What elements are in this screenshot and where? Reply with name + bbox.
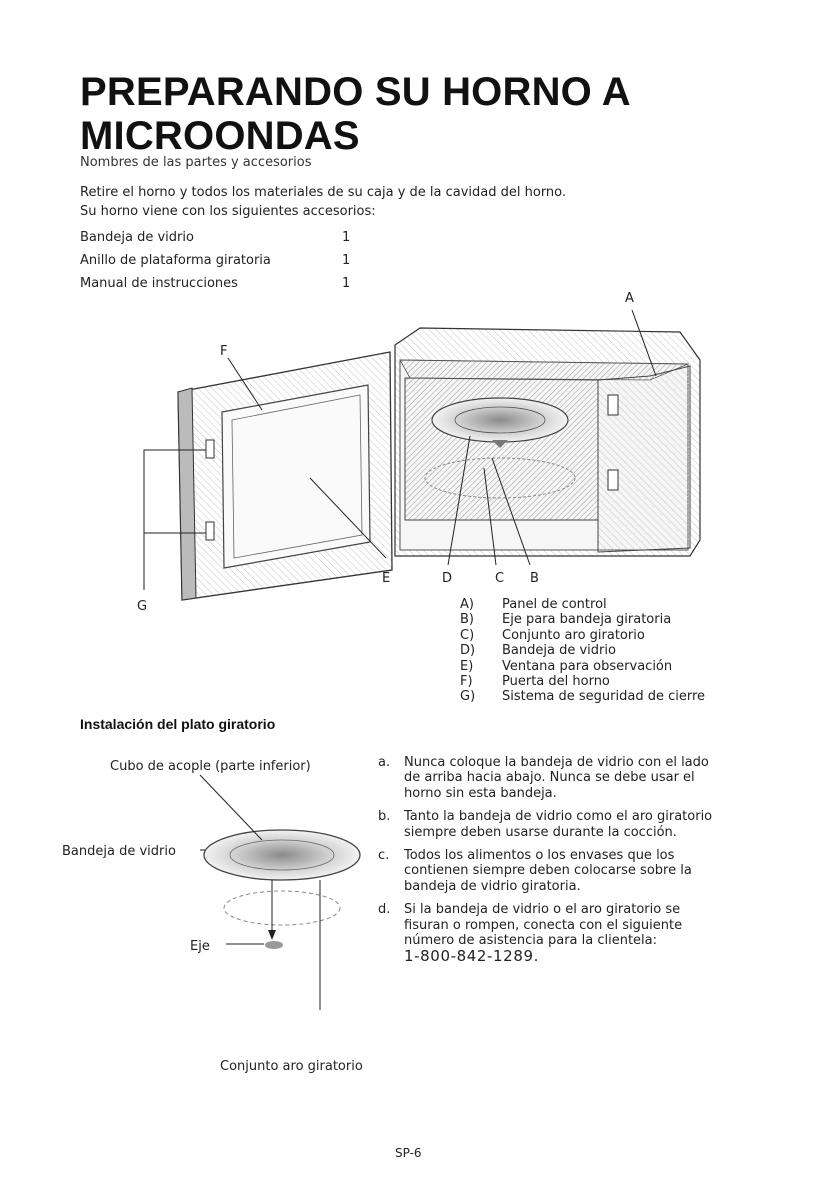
- page-title-line-1: PREPARANDO SU HORNO A: [80, 70, 631, 114]
- legend-text: Conjunto aro giratorio: [502, 627, 645, 643]
- instruction-line: Todos los alimentos o los envases que lo…: [404, 848, 675, 864]
- accessory-row: Anillo de plataforma giratoria 1: [80, 249, 350, 272]
- accessory-row: Manual de instrucciones 1: [80, 272, 350, 295]
- instruction-line: siempre deben usarse durante la cocción.: [404, 824, 677, 840]
- accessory-name: Bandeja de vidrio: [80, 230, 194, 245]
- legend-key: D): [460, 643, 476, 659]
- instruction-letter: c.: [378, 848, 390, 864]
- accessory-row: Bandeja de vidrio 1: [80, 226, 350, 249]
- instruction-item: a. Nunca coloque la bandeja de vidrio co…: [378, 755, 768, 801]
- legend-key: A): [460, 597, 474, 612]
- cavity-glass-tray: [424, 397, 576, 499]
- instruction-line: Tanto la bandeja de vidrio como el aro g…: [404, 809, 713, 825]
- leader-lines: [143, 309, 657, 590]
- instruction-item: c. Todos los alimentos o los envases que…: [378, 848, 768, 894]
- legend-row: G) Sistema de seguridad de cierre: [460, 689, 705, 704]
- instruction-line: de arriba hacia abajo. Nunca se debe usa…: [404, 770, 695, 786]
- label-c: C: [495, 571, 504, 586]
- accessory-qty: 1: [342, 230, 351, 245]
- microwave-door: [177, 351, 393, 601]
- label-axis: Eje: [190, 939, 210, 954]
- instruction-line: bandeja de vidrio giratoria.: [404, 878, 581, 894]
- intro-line-2: Su horno viene con los siguientes acceso…: [80, 204, 376, 219]
- instruction-letter: a.: [378, 755, 391, 770]
- instruction-item: d. Si la bandeja de vidrio o el aro gira…: [378, 902, 768, 965]
- accessory-qty: 1: [342, 253, 351, 268]
- instruction-line: contienen siempre deben colocarse sobre …: [404, 863, 692, 879]
- legend-text: Eje para bandeja giratoria: [502, 612, 672, 628]
- legend-key: E): [460, 658, 474, 674]
- label-ring: Conjunto aro giratorio: [220, 1059, 363, 1074]
- instruction-line: Nunca coloque la bandeja de vidrio con e…: [404, 755, 709, 770]
- legend-key: B): [460, 612, 474, 628]
- accessory-name: Manual de instrucciones: [80, 276, 238, 291]
- instruction-line: fisuran o rompen, conecta con el siguien…: [404, 917, 683, 933]
- label-g: G: [137, 599, 147, 614]
- legend-text: Sistema de seguridad de cierre: [502, 689, 706, 705]
- instruction-line: horno sin esta bandeja.: [404, 785, 557, 801]
- legend-key: C): [460, 627, 475, 643]
- page-title: PREPARANDO SU HORNO A MICROONDAS: [80, 70, 760, 158]
- label-e: E: [382, 571, 390, 586]
- label-d: D: [442, 571, 452, 586]
- instruction-line: Si la bandeja de vidrio o el aro girator…: [404, 902, 681, 918]
- instruction-item: b. Tanto la bandeja de vidrio como el ar…: [378, 809, 768, 840]
- intro-text: Retire el horno y todos los materiales d…: [80, 183, 566, 221]
- instruction-letter: d.: [378, 902, 391, 918]
- legend-text: Ventana para observación: [502, 658, 673, 674]
- label-a: A: [625, 291, 634, 306]
- intro-line-1: Retire el horno y todos los materiales d…: [80, 185, 567, 200]
- section-heading: Instalación del plato giratorio: [80, 716, 276, 732]
- legend-text: Panel de control: [502, 597, 607, 612]
- installation-instructions: a. Nunca coloque la bandeja de vidrio co…: [378, 755, 768, 973]
- legend-row: A) Panel de control: [460, 597, 705, 612]
- accessory-qty: 1: [342, 276, 351, 291]
- legend-key: F): [460, 674, 473, 690]
- legend-text: Puerta del horno: [502, 674, 610, 690]
- accessory-name: Anillo de plataforma giratoria: [80, 253, 271, 268]
- parts-legend: A) Panel de control B) Eje para bandeja gi…: [460, 597, 705, 705]
- label-tray: Bandeja de vidrio: [62, 844, 176, 859]
- accessory-list: Bandeja de vidrio 1 Anillo de plataforma…: [80, 226, 350, 295]
- microwave-body: [394, 327, 701, 557]
- instruction-letter: b.: [378, 809, 391, 825]
- page-title-line-2: MICROONDAS: [80, 114, 360, 158]
- label-b: B: [530, 571, 539, 586]
- instruction-line: número de asistencia para la clientela:: [404, 933, 658, 949]
- label-f: F: [220, 344, 227, 359]
- legend-row: E) Ventana para observación: [460, 659, 705, 674]
- legend-text: Bandeja de vidrio: [502, 643, 616, 659]
- legend-row: F) Puerta del horno: [460, 674, 705, 689]
- page-number: SP-6: [395, 1146, 422, 1160]
- page-subtitle: Nombres de las partes y accesorios: [80, 155, 312, 170]
- legend-row: D) Bandeja de vidrio: [460, 643, 705, 658]
- turntable-diagram: [199, 774, 361, 1010]
- legend-row: B) Eje para bandeja giratoria: [460, 612, 705, 627]
- legend-key: G): [460, 689, 476, 705]
- label-hub: Cubo de acople (parte inferior): [110, 759, 311, 774]
- legend-row: C) Conjunto aro giratorio: [460, 628, 705, 643]
- support-phone-number: 1-800-842-1289.: [404, 947, 539, 966]
